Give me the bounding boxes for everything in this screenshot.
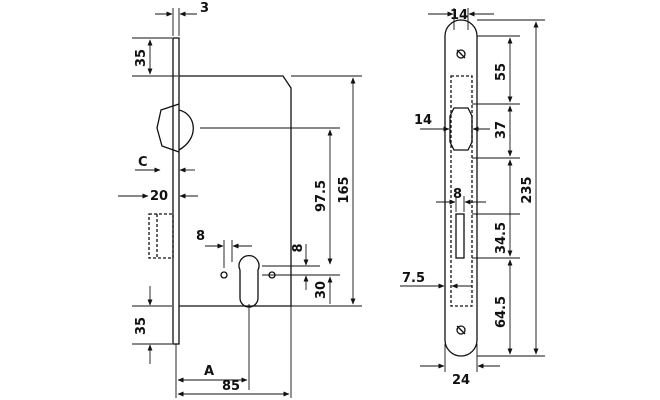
- dim-slot-8: 8: [453, 187, 462, 202]
- latch-curve: [178, 109, 194, 151]
- lock-body-side-view: [148, 37, 292, 345]
- dim-top-offset: 35: [134, 49, 149, 67]
- dim-height-165: 165: [337, 176, 352, 203]
- dim-bottom-35: 35: [134, 317, 149, 335]
- latch-bolt: [156, 103, 180, 153]
- dim-bottom-64-5: 64.5: [494, 296, 509, 328]
- cylinder-cutout: [238, 254, 260, 308]
- screw-hole-left: [220, 271, 228, 279]
- case-hidden-outline: [450, 75, 473, 307]
- screw-bottom: [456, 325, 466, 335]
- dim-bottom-width: 24: [452, 373, 470, 388]
- dim-cyl-offset: 8: [291, 243, 306, 252]
- dim-backset-20: 20: [150, 189, 168, 204]
- dim-backset-a: A: [204, 364, 214, 379]
- dead-bolt: [148, 213, 174, 259]
- dim-latch-c: C: [138, 155, 148, 170]
- lock-case: [179, 75, 292, 307]
- dim-latch-37: 37: [494, 121, 509, 139]
- latch-opening: [449, 107, 473, 151]
- screw-top: [456, 49, 466, 59]
- dim-top-width: 14: [450, 8, 468, 23]
- dim-latch-14: 14: [414, 113, 432, 128]
- faceplate-front-view: [444, 19, 478, 357]
- bolt-slot: [455, 213, 465, 259]
- dim-mid-34-5: 34.5: [494, 222, 509, 254]
- dim-bottom-30: 30: [314, 281, 329, 299]
- dim-hole-spacing: 8: [196, 229, 205, 244]
- right-dimension-lines: [400, 8, 545, 372]
- left-dimension-lines: [118, 8, 362, 398]
- dim-faceplate-thickness: 3: [200, 1, 209, 16]
- dim-top-55: 55: [494, 63, 509, 81]
- dim-height-97-5: 97.5: [314, 180, 329, 212]
- dim-left-7-5: 7.5: [402, 271, 425, 286]
- faceplate-outline: [444, 19, 478, 357]
- dim-total-235: 235: [520, 176, 535, 203]
- faceplate: [172, 37, 180, 345]
- dim-depth-85: 85: [222, 379, 240, 394]
